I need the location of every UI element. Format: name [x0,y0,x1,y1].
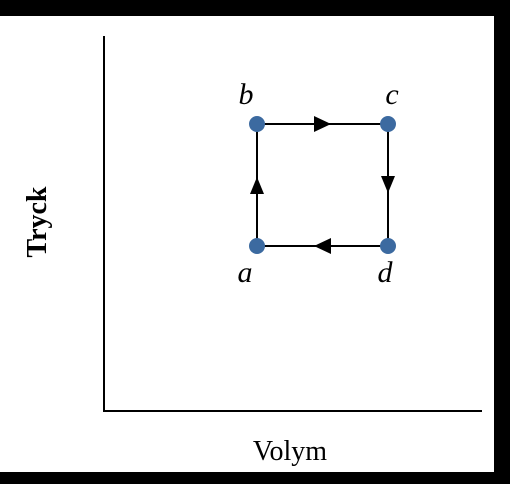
arrow-up-icon [250,177,264,194]
state-point-a [249,238,265,254]
arrow-down-icon [381,176,395,193]
state-label-c: c [385,78,398,111]
arrow-right-icon [314,116,331,132]
y-axis-label: Tryck [22,186,53,257]
state-label-a: a [238,256,253,289]
state-point-c [380,116,396,132]
state-label-b: b [239,78,254,111]
state-point-b [249,116,265,132]
diagram-panel [0,16,494,472]
arrow-left-icon [314,238,331,254]
state-point-d [380,238,396,254]
state-label-d: d [378,256,394,289]
x-axis-label: Volym [253,436,327,467]
